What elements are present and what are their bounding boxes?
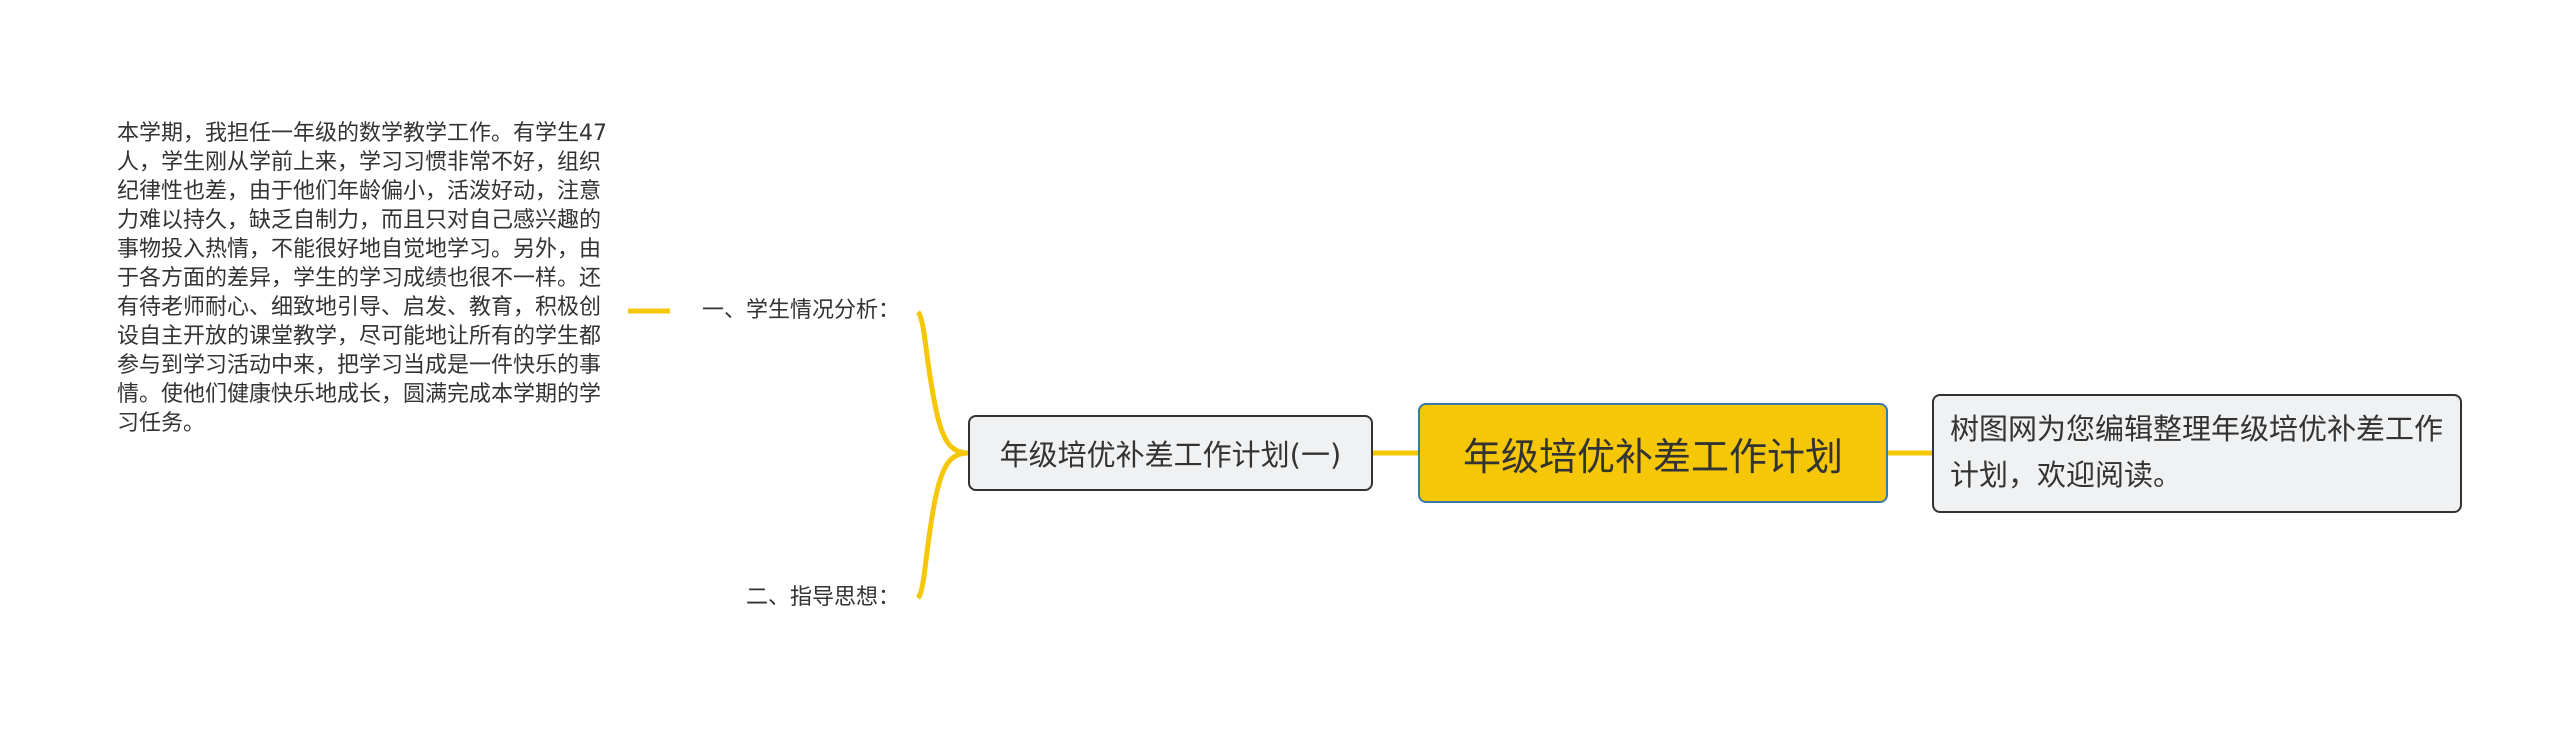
branch-to-guiding-ideology-connector (915, 450, 969, 600)
student-analysis-node[interactable]: 一、学生情况分析： (670, 297, 900, 325)
branch-node-label: 年级培优补差工作计划(一) (999, 438, 1342, 472)
root-node-label: 年级培优补差工作计划 (1462, 434, 1843, 479)
student-analysis-detail-text: 本学期，我担任一年级的数学教学工作。有学生47人，学生刚从学前上来，学习习惯非常… (117, 121, 607, 436)
branch-node[interactable]: 年级培优补差工作计划(一) (968, 415, 1373, 491)
intro-node-text: 树图网为您编辑整理年级培优补差工作计划，欢迎阅读。 (1950, 412, 2444, 492)
root-node[interactable]: 年级培优补差工作计划 (1418, 403, 1888, 503)
branch-to-student-analysis-connector (915, 310, 969, 456)
student-analysis-label: 一、学生情况分析： (701, 298, 900, 323)
guiding-ideology-node[interactable]: 二、指导思想： (670, 584, 900, 612)
student-analysis-detail: 本学期，我担任一年级的数学教学工作。有学生47人，学生刚从学前上来，学习习惯非常… (117, 119, 617, 438)
guiding-ideology-label: 二、指导思想： (745, 585, 900, 610)
intro-node[interactable]: 树图网为您编辑整理年级培优补差工作计划，欢迎阅读。 (1932, 394, 2462, 513)
